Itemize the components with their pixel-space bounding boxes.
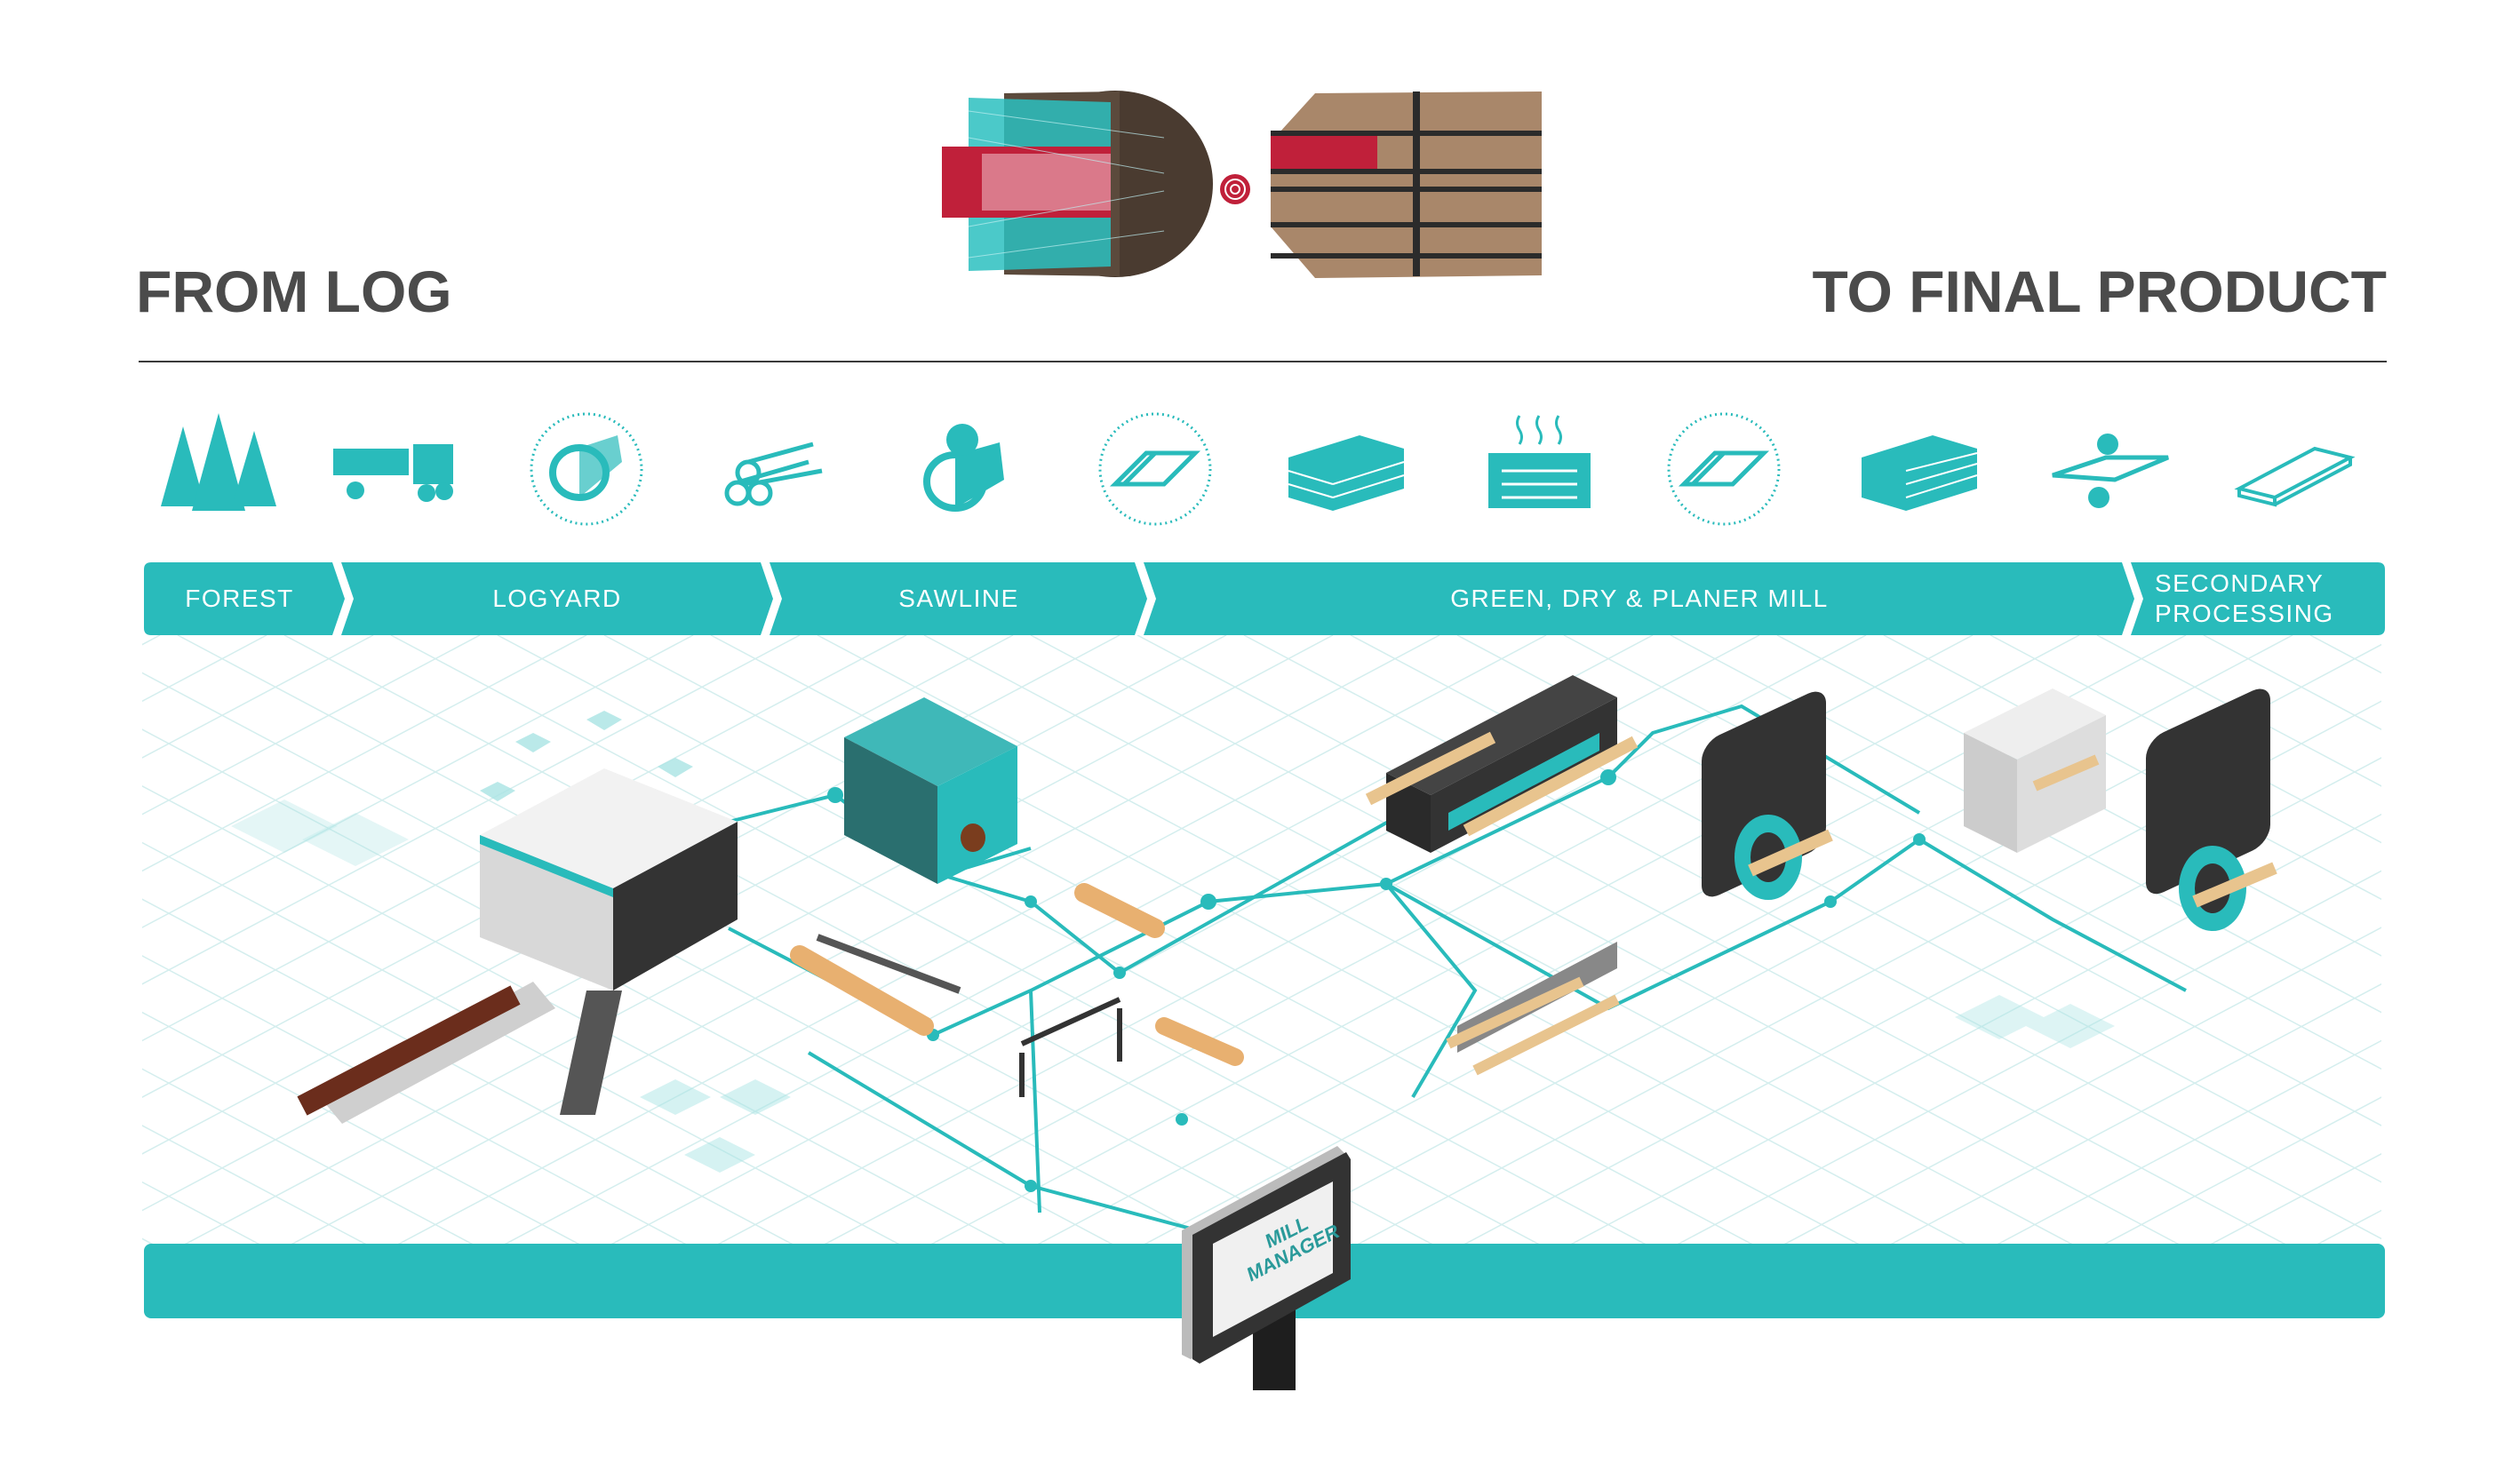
- secondary-processing-machine: [1964, 688, 2106, 853]
- stage-logyard-bg: [341, 562, 773, 635]
- grid-line: [142, 1237, 161, 1248]
- title-from-log: FROM LOG: [136, 259, 452, 324]
- hex-decorations: [231, 711, 2115, 1173]
- board-scanner-1: [1702, 691, 1833, 900]
- log-to-lumber-illustration: [942, 91, 1542, 278]
- scanned-log: [942, 91, 1213, 277]
- sawn-boards: [1271, 92, 1542, 278]
- header-divider: [139, 361, 2387, 362]
- dry-kiln-icon: [1488, 415, 1591, 508]
- dry-kiln-machine: [1365, 675, 1639, 853]
- final-board-icon: [2234, 446, 2356, 507]
- grid-line: [390, 635, 1547, 1248]
- mill-manager-monitor: [1182, 1146, 1351, 1390]
- grid-line: [142, 635, 267, 703]
- grid-line: [142, 1181, 267, 1248]
- grid-line: [142, 635, 587, 872]
- grid-line: [142, 635, 907, 1042]
- log-truck-icon: [333, 444, 453, 502]
- stage-secondary-bg: [2131, 562, 2385, 635]
- grid-line: [142, 1125, 374, 1248]
- stage-sawline: SAWLINE: [898, 585, 1019, 612]
- grid-line: [1456, 757, 2381, 1248]
- board-scanner-2: [2146, 688, 2277, 931]
- grid-line: [142, 635, 694, 928]
- stage-forest-bg: [144, 562, 345, 635]
- stage-green-dry-planer-mill: GREEN, DRY & PLANER MILL: [1450, 585, 1829, 612]
- grid-line: [1883, 635, 2381, 901]
- grid-line: [710, 635, 1867, 1248]
- grid-line: [142, 1068, 481, 1248]
- grid-line: [142, 635, 1014, 1099]
- grid-line: [2096, 1096, 2381, 1248]
- grid-line: [1990, 1039, 2381, 1248]
- connection-nodes: [827, 769, 1926, 1192]
- sawline-building: [844, 697, 1017, 884]
- grid-line: [1563, 813, 2381, 1248]
- stage-secondary-processing: SECONDARY PROCESSING: [2155, 569, 2334, 627]
- grid-line: [1350, 700, 2381, 1248]
- log-pile-icon: [724, 442, 823, 506]
- log-conveyors: [790, 883, 1244, 1097]
- planed-stack-icon: [1862, 435, 1978, 511]
- grid-line: [2309, 1209, 2381, 1248]
- title-to-final-product: TO FINAL PRODUCT: [1812, 259, 2387, 324]
- planer-machine: [1446, 942, 1620, 1076]
- grid-line: [142, 635, 801, 985]
- grid-line: [923, 635, 2080, 1248]
- planed-board-scan-icon: [1667, 412, 1781, 526]
- grid-line: [2309, 635, 2381, 674]
- grid-line: [2096, 635, 2381, 787]
- saw-log-icon: [923, 424, 1004, 512]
- process-stage-bar: FOREST LOGYARD SAWLINE GREEN, DRY & PLAN…: [144, 562, 2385, 635]
- stage-logyard: LOGYARD: [492, 585, 622, 612]
- logyard-debarker-building: [297, 768, 738, 1124]
- forest-icon: [161, 413, 276, 511]
- grid-line: [1670, 870, 2381, 1248]
- grid-line: [1883, 983, 2381, 1248]
- grid-line: [1776, 927, 2381, 1248]
- stage-green-dry-planer-bg: [1144, 562, 2134, 635]
- grader-icon: [2052, 434, 2169, 508]
- grid-line: [142, 635, 374, 759]
- board-scan-icon: [1098, 412, 1212, 526]
- grid-line: [283, 635, 1440, 1248]
- scan-target-icon: [1220, 174, 1250, 204]
- stage-sawline-bg: [770, 562, 1147, 635]
- isometric-grid: [142, 635, 2381, 1248]
- mill-process-diagram: [142, 635, 2381, 1248]
- lumber-stack-icon: [1288, 435, 1405, 511]
- log-scan-icon: [530, 412, 643, 526]
- stage-chevrons: [144, 562, 2385, 635]
- stage-forest: FOREST: [185, 585, 294, 612]
- grid-line: [142, 635, 481, 816]
- grid-line: [142, 1011, 587, 1248]
- grid-line: [142, 635, 161, 646]
- grid-line: [142, 955, 694, 1248]
